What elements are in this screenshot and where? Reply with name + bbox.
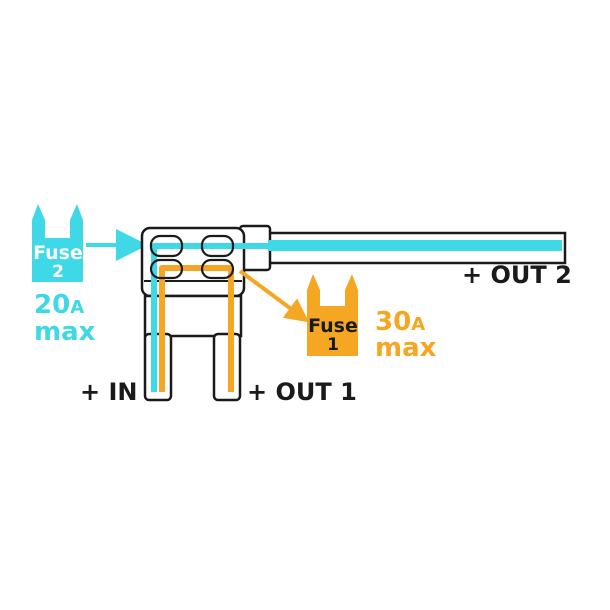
fuse-2-name-line1: Fuse (33, 242, 83, 264)
out-1-terminal-label: + OUT 1 (247, 378, 357, 406)
fuse-1-current-path (159, 265, 310, 392)
fuse-1-name-line2: 1 (327, 335, 339, 355)
out-1-terminal-leg (212, 332, 242, 402)
out-2-terminal-label: + OUT 2 (462, 261, 572, 289)
fuse-1-rating-value: 30A (375, 307, 425, 337)
fuse-1-name-line1: Fuse (308, 315, 358, 337)
fuse-1-blade-fuse-icon (307, 274, 358, 356)
in-terminal-leg (143, 332, 173, 402)
out-2-wire-core (268, 240, 562, 251)
in-terminal-label: + IN (80, 378, 137, 406)
fuse-2-blade-fuse-icon (32, 204, 83, 282)
fuse-2-rating-value: 20A (34, 290, 84, 320)
fuse-1-rating-suffix: max (375, 333, 437, 363)
fuse-2-rating-suffix: max (34, 317, 96, 347)
fuse-2-name-line2: 2 (52, 262, 64, 282)
fuse-slots (149, 234, 235, 280)
